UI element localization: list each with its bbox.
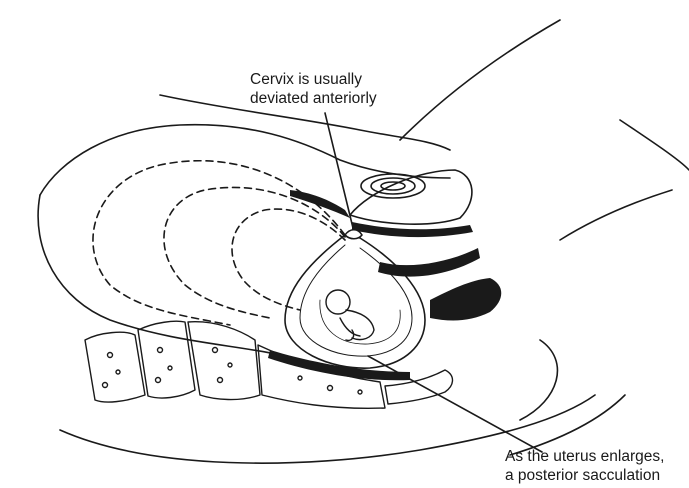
sacrum [85, 321, 453, 408]
uterus-wall-inner [320, 300, 400, 344]
rectum-band [430, 278, 501, 320]
buttock-curve [520, 340, 557, 420]
uterus-annotation-line1: As the uterus enlarges, [505, 447, 664, 466]
uterus [285, 235, 425, 368]
uterus-annotation: As the uterus enlarges, a posterior sacc… [505, 447, 664, 485]
cervix-annotation-line1: Cervix is usually [250, 70, 377, 89]
fundus-dashed-middle [164, 187, 345, 318]
bladder-swirl-3 [381, 182, 405, 190]
cervix-annotation-line2: deviated anteriorly [250, 89, 377, 108]
anterior-band [290, 190, 350, 218]
back-outline [400, 20, 560, 140]
right-lower-outline [560, 190, 672, 240]
right-outline [620, 120, 689, 170]
uterus-annotation-line2: a posterior sacculation [505, 466, 664, 485]
cervix-annotation: Cervix is usually deviated anteriorly [250, 70, 377, 108]
fetus [326, 290, 374, 340]
body-outline-lower [38, 195, 300, 360]
fundus-dashed-outer [93, 161, 345, 325]
bladder-swirl-2 [371, 178, 415, 194]
cervix [345, 230, 362, 239]
